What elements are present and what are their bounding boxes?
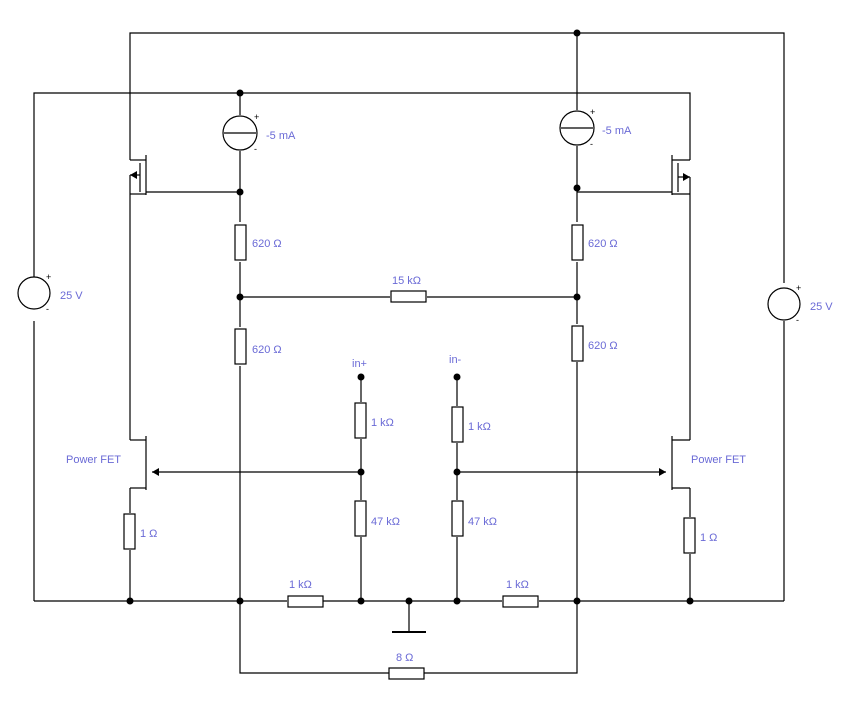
resistors — [123, 224, 696, 680]
resistor-1k-in-plus-label: 1 kΩ — [371, 417, 394, 429]
resistor-620-bottom-right-label: 620 Ω — [588, 340, 618, 352]
resistor-1k-in-minus-label: 1 kΩ — [468, 421, 491, 433]
current-source-right — [559, 110, 595, 146]
voltage-source-left-label: 25 V — [60, 290, 83, 302]
resistor-620-top-left — [234, 224, 247, 261]
resistor-1-right-label: 1 Ω — [700, 532, 717, 544]
polarity-plus: + — [254, 112, 259, 122]
resistor-620-bottom-left-label: 620 Ω — [252, 344, 282, 356]
resistor-620-top-right-label: 620 Ω — [588, 238, 618, 250]
in-plus-label: in+ — [352, 358, 367, 370]
polarity-minus: - — [590, 139, 593, 149]
polarity-plus: + — [46, 272, 51, 282]
resistor-8-load — [388, 667, 425, 680]
resistor-620-top-left-label: 620 Ω — [252, 238, 282, 250]
polarity-plus: + — [796, 283, 801, 293]
resistor-1k-bottom-left — [287, 595, 324, 608]
in-minus-label: in- — [449, 354, 462, 366]
resistor-47k-left-label: 47 kΩ — [371, 516, 400, 528]
resistor-1-right — [683, 517, 696, 554]
resistor-15k-label: 15 kΩ — [392, 275, 421, 287]
resistor-1k-in-minus — [451, 406, 464, 443]
resistor-1k-in-plus — [354, 402, 367, 439]
voltage-source-right-label: 25 V — [810, 301, 833, 313]
power-fet-right-label: Power FET — [691, 454, 746, 466]
voltage-source-left — [17, 276, 51, 310]
resistor-47k-left — [354, 500, 367, 537]
resistor-1k-bottom-left-label: 1 kΩ — [289, 579, 312, 591]
junction-dots — [126, 29, 694, 605]
resistor-1k-bottom-right — [502, 595, 539, 608]
resistor-15k — [390, 290, 427, 303]
polarity-minus: - — [254, 144, 257, 154]
current-source-left-label: -5 mA — [266, 130, 296, 142]
resistor-1-left-label: 1 Ω — [140, 528, 157, 540]
resistor-47k-right — [451, 500, 464, 537]
resistor-620-top-right — [571, 224, 584, 261]
voltage-source-right — [767, 287, 801, 321]
resistor-8-load-label: 8 Ω — [396, 652, 413, 664]
resistor-1-left — [123, 513, 136, 550]
polarity-minus: - — [796, 315, 799, 325]
current-source-right-label: -5 mA — [602, 125, 632, 137]
polarity-plus: + — [590, 107, 595, 117]
current-source-left — [222, 115, 258, 151]
resistor-1k-bottom-right-label: 1 kΩ — [506, 579, 529, 591]
polarity-minus: - — [46, 304, 49, 314]
resistor-620-bottom-right — [571, 325, 584, 362]
resistor-620-bottom-left — [234, 328, 247, 365]
power-fet-left-label: Power FET — [66, 454, 121, 466]
wires — [33, 32, 785, 674]
resistor-47k-right-label: 47 kΩ — [468, 516, 497, 528]
